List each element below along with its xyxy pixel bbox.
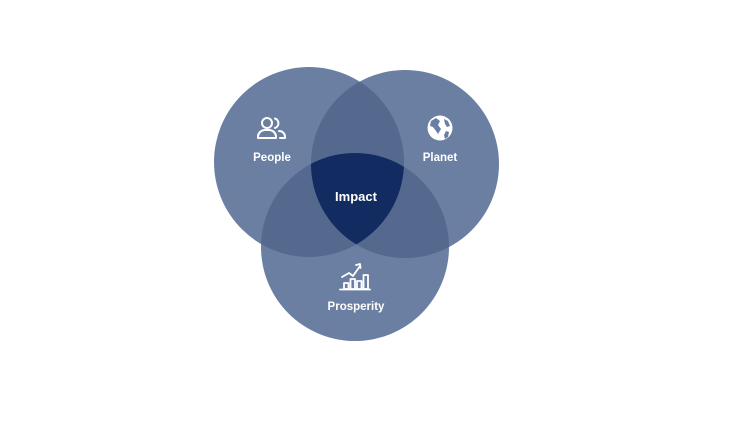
prosperity-label: Prosperity xyxy=(328,301,385,313)
people-label: People xyxy=(253,152,291,164)
people-icon xyxy=(257,117,286,139)
planet-label: Planet xyxy=(423,152,458,164)
globe-icon xyxy=(427,115,453,141)
growth-chart-icon xyxy=(339,263,371,291)
impact-label: Impact xyxy=(335,189,378,204)
